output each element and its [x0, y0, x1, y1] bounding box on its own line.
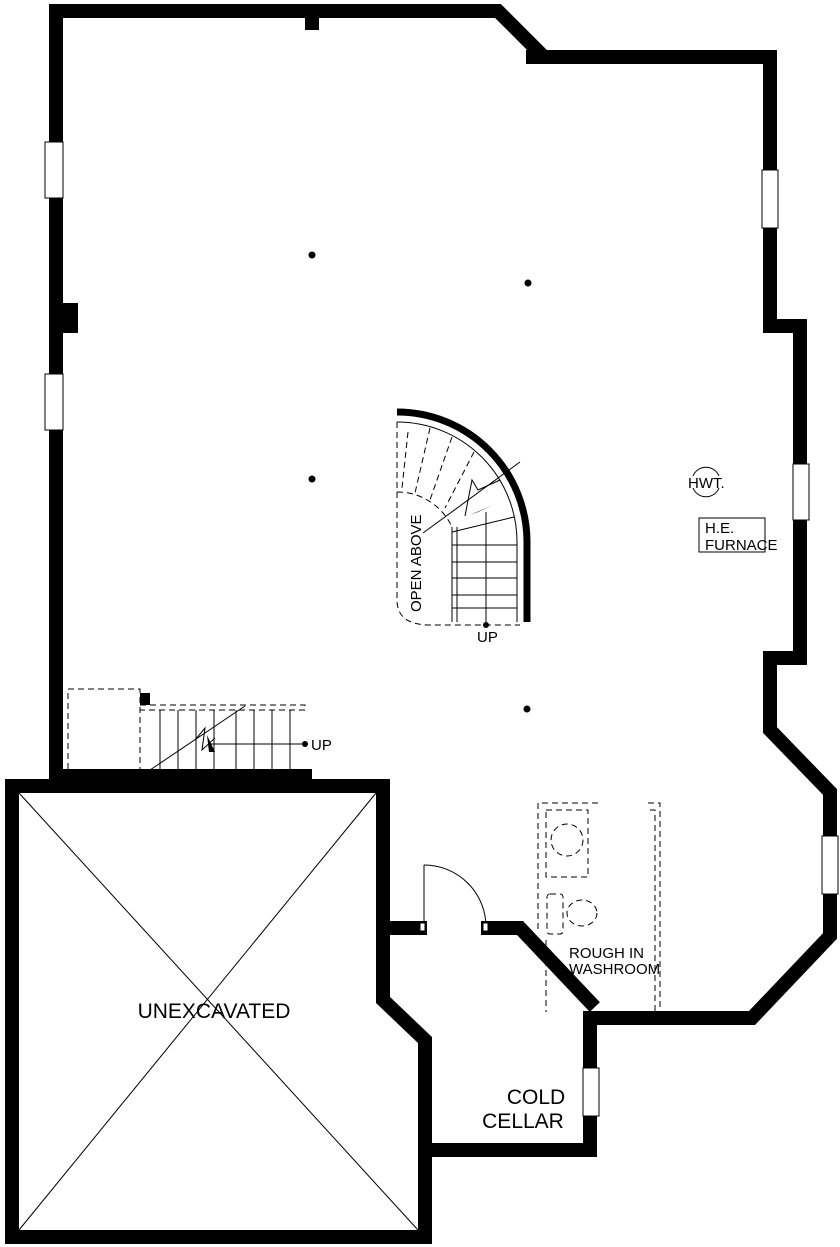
exterior-walls	[5, 4, 837, 1244]
cold-cellar-label-2: CELLAR	[482, 1110, 564, 1133]
washroom-label-2: WASHROOM	[569, 961, 660, 978]
furnace-label-1: H.E.	[705, 520, 734, 537]
hwt-label: HWT.	[688, 475, 725, 492]
curved-staircase[interactable]	[396, 408, 531, 628]
side-stair-up-label: UP	[311, 737, 332, 754]
window	[44, 373, 64, 431]
wall-jog	[60, 303, 78, 333]
window	[761, 169, 779, 229]
support-posts	[308, 251, 532, 713]
side-staircase[interactable]	[67, 688, 308, 773]
main-stair-up-label: UP	[477, 629, 498, 646]
window	[582, 1067, 600, 1117]
cold-cellar-door[interactable]	[419, 864, 489, 932]
window	[792, 463, 810, 521]
hot-water-tank	[692, 466, 720, 498]
washroom-label-1: ROUGH IN	[569, 945, 644, 962]
windows	[44, 141, 839, 1117]
rough-in-washroom	[537, 802, 661, 1012]
furnace-label-2: FURNACE	[705, 537, 778, 554]
column-stub	[305, 14, 319, 30]
unexcavated-label: UNEXCAVATED	[138, 1000, 291, 1023]
window	[44, 141, 64, 199]
furnace	[698, 517, 766, 553]
window	[821, 835, 839, 895]
open-above-label: OPEN ABOVE	[408, 514, 425, 612]
cold-cellar-label-1: COLD	[507, 1086, 565, 1109]
unexcavated-cross	[18, 792, 419, 1231]
